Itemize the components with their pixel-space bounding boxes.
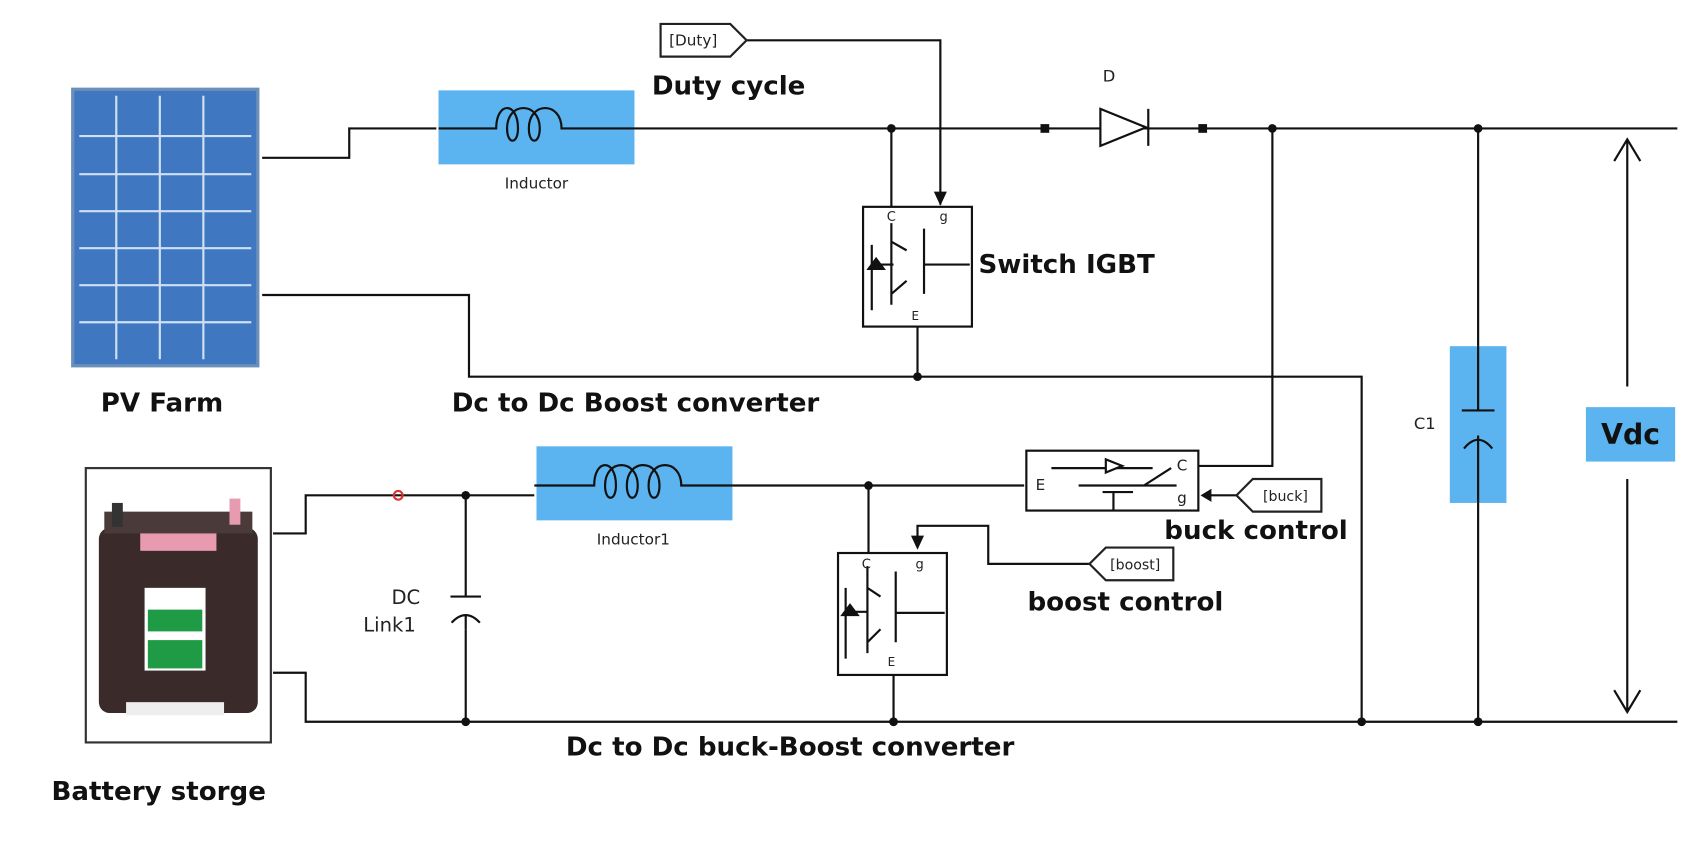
port-g: g [939,210,947,225]
inductor1-label: Inductor1 [597,530,670,548]
port-e: E [912,309,920,323]
inductor1-block[interactable] [534,446,733,521]
buck-boost-converter-label: Dc to Dc buck-Boost converter [566,732,1015,762]
port-g: g [916,557,924,572]
dc-link-label-line2: Link1 [363,613,416,636]
boost-tag-text: [boost] [1110,557,1160,573]
diode-label: D [1103,67,1116,86]
inductor-label: Inductor [505,174,569,192]
dc-link-label-line1: DC [391,586,420,609]
port-c: C [862,557,871,572]
wires [262,39,1678,727]
boost-control-label: boost control [1027,588,1223,618]
buck-control-label: buck control [1164,516,1347,546]
duty-goto-tag[interactable]: [Duty] [659,22,749,58]
capacitor-c1-block[interactable] [1449,346,1507,503]
dc-link-capacitor[interactable] [392,489,481,630]
inductor-block[interactable] [438,90,635,165]
buck-goto-tag[interactable]: [buck] [1234,477,1323,513]
capacitor-label: C1 [1414,414,1436,433]
boost-igbt-block[interactable]: C g E [836,551,948,677]
pv-panel-icon [71,87,260,368]
port-c: C [1177,456,1188,474]
duty-cycle-label: Duty cycle [652,72,805,102]
boost-converter-label: Dc to Dc Boost converter [452,388,820,418]
battery-icon [84,467,272,744]
buck-tag-text: [buck] [1263,489,1308,505]
boost-goto-tag[interactable]: [boost] [1087,546,1175,582]
port-e: E [888,655,896,669]
pv-farm-label: PV Farm [101,388,223,418]
port-c: C [887,210,896,225]
diode-icon[interactable] [1040,107,1208,148]
duty-tag-text: [Duty] [669,32,717,50]
switch-igbt-block[interactable]: C g E [861,205,974,328]
vdc-display[interactable]: Vdc [1585,407,1676,462]
vdc-arrow [1613,137,1642,715]
switch-igbt-label: Switch IGBT [978,250,1155,280]
port-g: g [1177,489,1187,507]
vdc-label: Vdc [1601,418,1660,451]
battery-storage-label: Battery storge [52,777,266,807]
port-e: E [1036,476,1046,494]
buck-igbt-block[interactable]: E C g [1025,449,1200,512]
